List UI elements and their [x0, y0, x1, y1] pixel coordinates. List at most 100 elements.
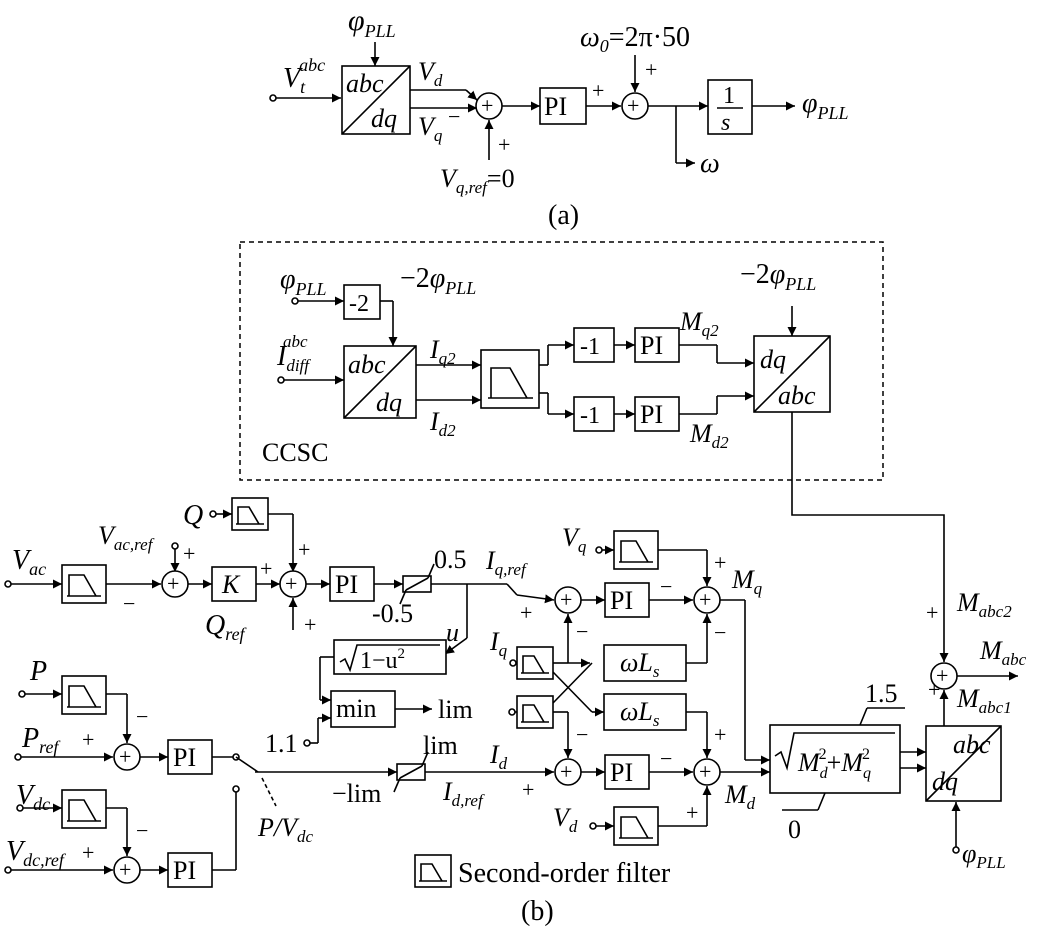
vd-label: Vd	[553, 803, 578, 836]
second-order-filter	[613, 806, 659, 846]
caption-a: (a)	[548, 200, 579, 231]
vt-abc-label: Vtabc	[283, 55, 325, 97]
svg-text:−: −	[660, 574, 672, 599]
second-order-filter	[516, 646, 554, 680]
svg-text:−: −	[576, 619, 588, 644]
pi-controller-q2: PI	[634, 327, 680, 363]
svg-text:+: +	[714, 550, 726, 575]
pi-controller: PI	[539, 87, 587, 125]
svg-text:PI: PI	[610, 586, 633, 615]
id-label: Id	[489, 740, 508, 773]
svg-text:PI: PI	[335, 570, 358, 599]
gain-minus-2: -2	[343, 284, 381, 320]
svg-text:dq: dq	[371, 104, 397, 133]
q-label: Q	[183, 500, 203, 531]
vdc-label: Vdc	[16, 780, 50, 814]
svg-text:+: +	[119, 744, 131, 769]
svg-text:+: +	[592, 78, 604, 103]
summing-junction: +	[693, 586, 721, 614]
vd-label: Vd	[418, 57, 443, 90]
second-order-filter	[516, 695, 554, 729]
svg-text:abc: abc	[953, 730, 991, 759]
svg-text:+: +	[699, 587, 711, 612]
min-block: min	[330, 690, 396, 728]
omega0-label: ω0=2π·50	[580, 22, 690, 56]
iq-ref-label: Iq,ref	[485, 546, 528, 579]
id-ref-label: Id,ref	[442, 777, 485, 810]
legend: Second-order filter	[414, 854, 671, 889]
abc-dq-transform: abc dq	[341, 65, 411, 135]
p-ref-label: Pref	[21, 723, 61, 757]
gain-k: K	[211, 566, 257, 602]
summing-junction: +	[475, 92, 503, 120]
pi-controller-q: PI	[329, 566, 375, 602]
svg-text:-2: -2	[349, 291, 369, 317]
pi-controller-vdc: PI	[167, 852, 213, 888]
vac-ref-label: Vac,ref	[98, 521, 155, 554]
svg-text:+: +	[522, 777, 534, 802]
svg-text:+: +	[119, 857, 131, 882]
q-ref-label: Qref	[205, 610, 248, 644]
neg2-phi-label: −2φPLL	[400, 263, 476, 298]
iq-label: Iq	[489, 627, 508, 660]
second-order-filter	[480, 349, 540, 409]
summing-junction: +	[693, 758, 721, 786]
caption-b: (b)	[521, 896, 554, 927]
cross-coupling-gain-d: ωLs	[603, 693, 687, 731]
svg-text:PI: PI	[640, 400, 663, 429]
svg-text:−: −	[136, 704, 148, 729]
vq-label: Vq	[418, 112, 443, 145]
svg-text:+: +	[936, 663, 948, 688]
saturation-limiter	[393, 751, 429, 793]
iq2-label: Iq2	[429, 335, 456, 368]
modulation-magnitude-limiter: Md2+Mq2	[769, 724, 901, 794]
svg-text:+: +	[304, 612, 316, 637]
ccsc-label: CCSC	[262, 438, 329, 467]
input-terminal	[269, 94, 277, 102]
svg-text:−: −	[123, 591, 135, 616]
svg-text:+: +	[627, 93, 639, 118]
svg-text:dq: dq	[376, 388, 402, 417]
svg-text:−: −	[660, 746, 672, 771]
summing-junction: +	[930, 662, 958, 690]
phi-pll-label: φPLL	[962, 839, 1006, 872]
svg-text:ωLs: ωLs	[620, 697, 660, 730]
neg2-phi-label-right: −2φPLL	[740, 259, 816, 294]
svg-text:+: +	[82, 727, 94, 752]
summing-junction: +	[621, 92, 649, 120]
phi-pll-output-label: φPLL	[802, 88, 849, 123]
sqrt-block: 1−u2	[333, 639, 447, 675]
svg-text:ωLs: ωLs	[620, 648, 660, 681]
minus-sign: −	[448, 104, 460, 129]
svg-text:+: +	[520, 600, 532, 625]
svg-text:dq: dq	[760, 345, 786, 374]
svg-text:abc: abc	[346, 69, 384, 98]
svg-text:-1: -1	[580, 403, 600, 429]
p-label: P	[29, 656, 47, 687]
lim-output-label: lim	[438, 695, 473, 724]
u-label: u	[446, 618, 459, 647]
summing-junction: +	[113, 856, 141, 884]
pi-controller-id: PI	[604, 754, 650, 790]
summing-junction: +	[554, 586, 582, 614]
summing-junction: +	[554, 758, 582, 786]
id-limit-lower: −lim	[332, 779, 381, 808]
svg-text:min: min	[336, 694, 376, 723]
svg-text:−: −	[136, 818, 148, 843]
omega-output-label: ω	[700, 148, 720, 179]
svg-text:PI: PI	[640, 331, 663, 360]
md-label: Md	[724, 780, 756, 813]
limit-lower: -0.5	[372, 599, 413, 628]
svg-text:PI: PI	[610, 758, 633, 787]
svg-text:+: +	[926, 600, 938, 625]
mq2-label: Mq2	[679, 307, 719, 340]
gain-minus-1-q: -1	[573, 327, 615, 363]
mode-selector-switch	[232, 753, 279, 807]
i-diff-label: Idiffabc	[276, 332, 311, 375]
svg-text:+: +	[498, 132, 510, 157]
svg-text:+: +	[686, 800, 698, 825]
dq-abc-transform: dq abc	[753, 335, 831, 413]
svg-text:+: +	[260, 556, 272, 581]
svg-text:+: +	[560, 759, 572, 784]
svg-text:1: 1	[723, 83, 735, 109]
